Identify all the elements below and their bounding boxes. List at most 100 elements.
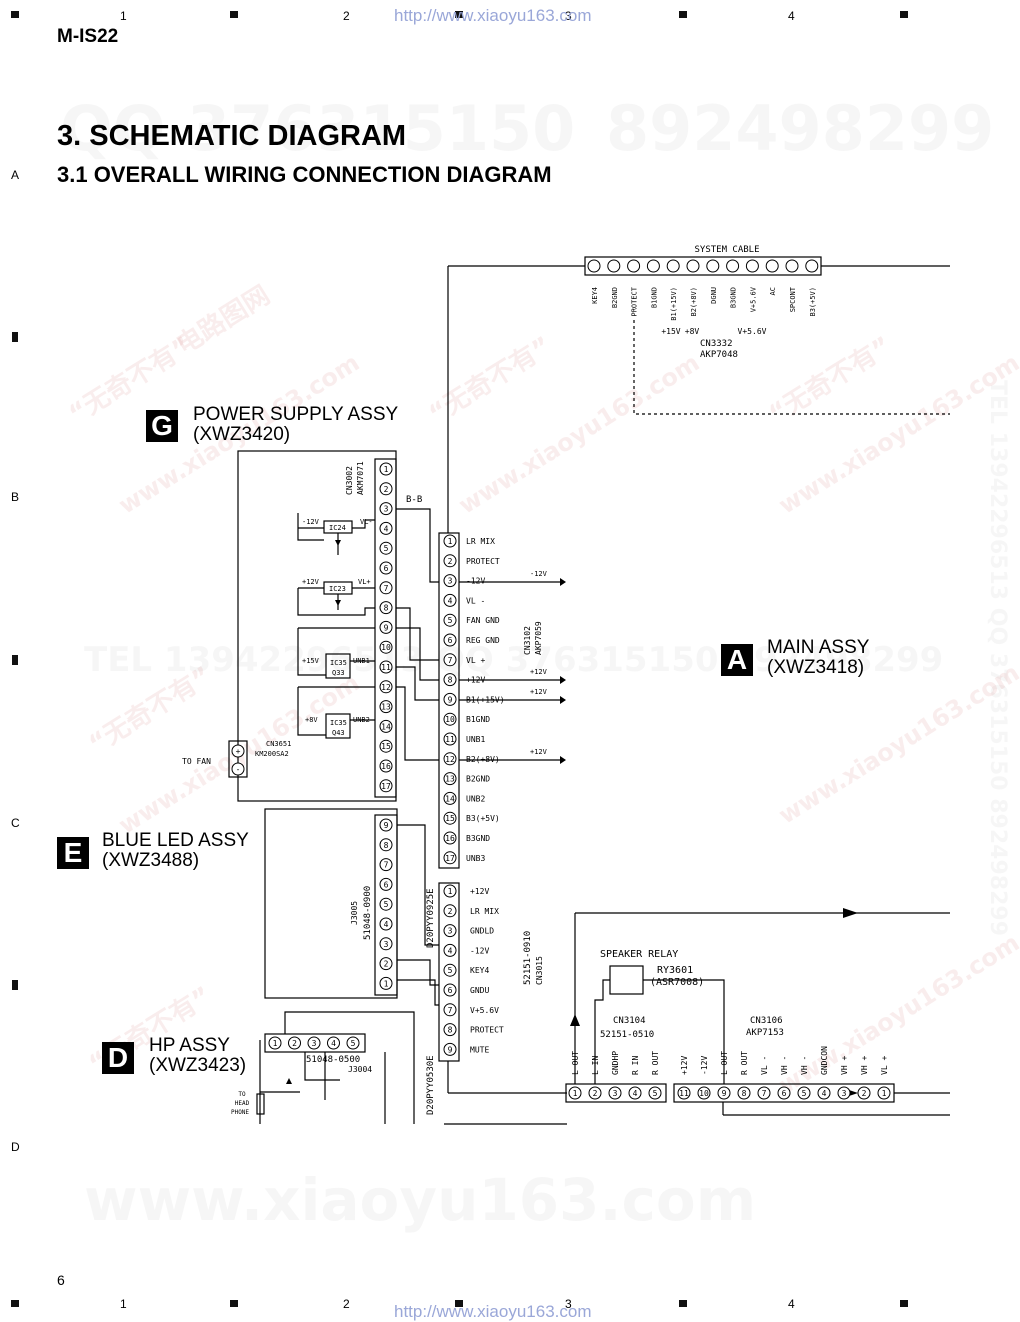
cn3106-pin-number: 6 [782,1089,787,1098]
cn3104-pin-label: R IN [631,1056,640,1075]
psu-label: +8V [305,716,318,724]
cn3106-pin-label: VH + [860,1056,869,1075]
cn3106-pin-label: VL + [880,1056,889,1075]
cn3104-connector: CN3104 [613,1016,646,1026]
psu-label: VL+ [358,578,371,586]
cn3102-pin-number: 4 [448,596,453,605]
j3005-connector: J3005 [350,901,359,925]
footer-url[interactable]: http://www.xiaoyu163.com [394,1302,592,1321]
cn3106-pin-number: 2 [862,1089,867,1098]
cn3106-pin [697,1086,711,1100]
cn3102-pin-label: -12V [466,577,485,586]
col-marker-bot-3 [679,1300,687,1307]
system-cable-part: AKP7048 [700,350,738,360]
j3004-pin-number: 3 [312,1039,317,1048]
j3004-pin [307,1036,321,1050]
j3005-pin [379,937,393,951]
col-marker-bot-2 [455,1300,463,1307]
row-letter-a: A [11,168,20,182]
speaker-relay-title: SPEAKER RELAY [600,949,678,960]
cn3104-pin-number: 4 [633,1089,638,1098]
system-cable-pin-label: AC [769,287,777,295]
row-marker-2 [12,655,18,665]
system-cable-pin [607,259,621,273]
cn3002-connector: CN3002 [345,466,354,495]
cn3015-pin-number: 4 [448,946,453,955]
cn3015-pin-number: 3 [448,927,453,936]
cn3102-pin-label: B2GND [466,775,490,784]
cn3015-pin-number: 5 [448,966,453,975]
cn3102-pin-number: 15 [445,814,455,823]
col-marker-top-4 [900,11,908,18]
cn3102-side-volt: +12V [530,748,548,756]
cn3002-pin [379,581,393,595]
assy-g-part: (XWZ3420) [193,424,291,445]
cn3015-connector: CN3015 [535,956,544,985]
cn3102-pin [443,653,457,667]
cn3015-pin [443,943,457,957]
cn3002-pin-number: 13 [381,703,391,712]
system-cable-pin [627,259,641,273]
cn3102-part: AKP7059 [534,621,543,655]
system-cable-pin-label: PROTECT [631,286,639,316]
system-cable-title: SYSTEM CABLE [694,245,759,255]
cn3102-pin-label: B3(+5V) [466,814,500,823]
header-url[interactable]: http://www.xiaoyu163.com [394,6,592,25]
psu-label: -12V [302,518,320,526]
cn3102-pin [443,534,457,548]
cn3102-pin-number: 3 [448,577,453,586]
cn3102-pin [443,633,457,647]
cn3104-pin [588,1086,602,1100]
cn3106-pin [797,1086,811,1100]
psu-label: UNB2 [353,716,370,724]
system-cable-pin-label: V+5.6V [749,286,757,312]
cn3002-pin [379,779,393,793]
cn3015-pin-number: 6 [448,986,453,995]
cn3104-pin-label: L OUT [571,1051,580,1075]
cn3102-pin [443,831,457,845]
cn3106-pin [677,1086,691,1100]
col-number-4: 4 [788,9,795,23]
fan-part: KM200SA2 [255,750,289,758]
j3004-pin [327,1036,340,1050]
cn3104-pin [648,1086,662,1100]
system-cable-connector: CN3332 [700,339,733,349]
cn3106-pin-number: 11 [679,1089,689,1098]
cn3002-pin-number: 11 [381,663,391,672]
cn3106-pin-number: 9 [722,1089,727,1098]
cn3002-pin-number: 17 [381,782,391,791]
j3004-pin-number: 2 [292,1039,297,1048]
cn3102-pin-label: UNB2 [466,794,485,803]
cn3002-part: AKM7071 [356,461,365,495]
cn3002-pin [379,759,393,773]
cn3015-pin-number: 1 [448,887,453,896]
assy-e-badge: E [57,837,89,869]
col-number-3: 3 [565,9,572,23]
bb-label: B-B [406,495,422,505]
assy-a-label: MAIN ASSY(XWZ3418) [767,638,869,678]
col-marker-top-3 [679,11,687,18]
j3004-connector: J3004 [348,1065,372,1074]
row-marker-1 [12,332,18,342]
col-marker-top-2 [455,11,463,18]
cn3015-pin-number: 7 [448,1006,453,1015]
ic24-label: IC24 [329,524,346,532]
cn3002-pin [379,660,393,674]
cn3106-pin [757,1086,771,1100]
cn3106-pin-label: VL - [760,1056,769,1075]
cn3002-pin [379,719,393,733]
cn3002-pin-number: 9 [384,623,389,632]
cn3015-pin-label: PROTECT [470,1026,504,1035]
cn3102-pin-label: PROTECT [466,557,500,566]
page-number: 6 [57,1272,65,1288]
cn3002-pin [379,561,393,575]
cn3102-pin-label: +12V [466,676,485,685]
assy-a-part: (XWZ3418) [767,657,865,678]
cn3104-part: 52151-0510 [600,1030,654,1040]
cn3102-pin-label: VL + [466,656,485,665]
cn3102-pin-label: LR MIX [466,537,495,546]
system-cable-pin-label: B2(+8V) [690,287,698,317]
j3004-part: 51048-0500 [306,1055,360,1065]
cn3102-pin [443,593,457,607]
j3004-pin-number: 5 [351,1039,356,1048]
